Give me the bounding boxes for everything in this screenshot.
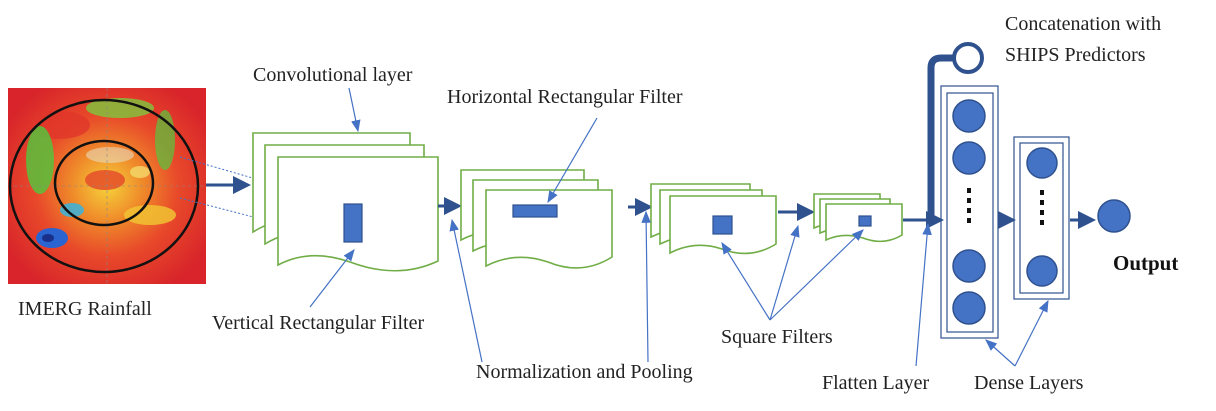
pooling-stack-1 bbox=[460, 169, 613, 269]
concatenation-label-line1: Concatenation with bbox=[1005, 13, 1161, 35]
dense-layers-pointer-2 bbox=[1014, 299, 1049, 367]
normalization-pointer-2 bbox=[641, 210, 651, 363]
concatenation-node bbox=[952, 42, 984, 74]
vertical-rectangular-filter bbox=[343, 203, 363, 243]
dense-layer-1 bbox=[940, 85, 999, 339]
dense-layers-pointer-1 bbox=[985, 339, 1016, 367]
square-filter-1 bbox=[712, 215, 733, 235]
normalization-pooling-label: Normalization and Pooling bbox=[476, 361, 693, 383]
horizontal-rectangular-filter bbox=[512, 204, 558, 218]
output-label: Output bbox=[1113, 251, 1178, 275]
imerg-rainfall-image bbox=[8, 88, 206, 284]
pooling-stack-2 bbox=[650, 183, 777, 255]
flatten-layer-pointer bbox=[915, 222, 932, 367]
concatenation-path bbox=[927, 54, 953, 220]
square-filters-label: Square Filters bbox=[721, 326, 833, 348]
square-filter-pointer-3 bbox=[769, 229, 864, 321]
convolutional-layer-stack bbox=[252, 132, 439, 272]
vertical-filter-label: Vertical Rectangular Filter bbox=[212, 312, 424, 334]
output-node bbox=[1097, 199, 1131, 233]
vertical-filter-pointer bbox=[309, 249, 355, 308]
horizontal-filter-label: Horizontal Rectangular Filter bbox=[447, 86, 683, 108]
outer-ring bbox=[8, 98, 200, 274]
normalization-pointer-1 bbox=[449, 218, 483, 363]
convolutional-layer-label: Convolutional layer bbox=[253, 64, 413, 86]
concatenation-label-line2: SHIPS Predictors bbox=[1005, 44, 1146, 66]
dense-layers-label: Dense Layers bbox=[974, 372, 1084, 394]
flatten-layer-label: Flatten Layer bbox=[822, 372, 930, 394]
square-filter-pointer-2 bbox=[769, 224, 800, 321]
inner-ring bbox=[53, 139, 155, 227]
horizontal-filter-pointer bbox=[547, 117, 598, 204]
square-filter-2 bbox=[858, 215, 872, 227]
conv-layer-pointer bbox=[348, 87, 361, 133]
dense-layer-2 bbox=[1013, 136, 1070, 300]
square-filter-pointer-1 bbox=[721, 241, 771, 321]
input-label: IMERG Rainfall bbox=[18, 298, 152, 320]
